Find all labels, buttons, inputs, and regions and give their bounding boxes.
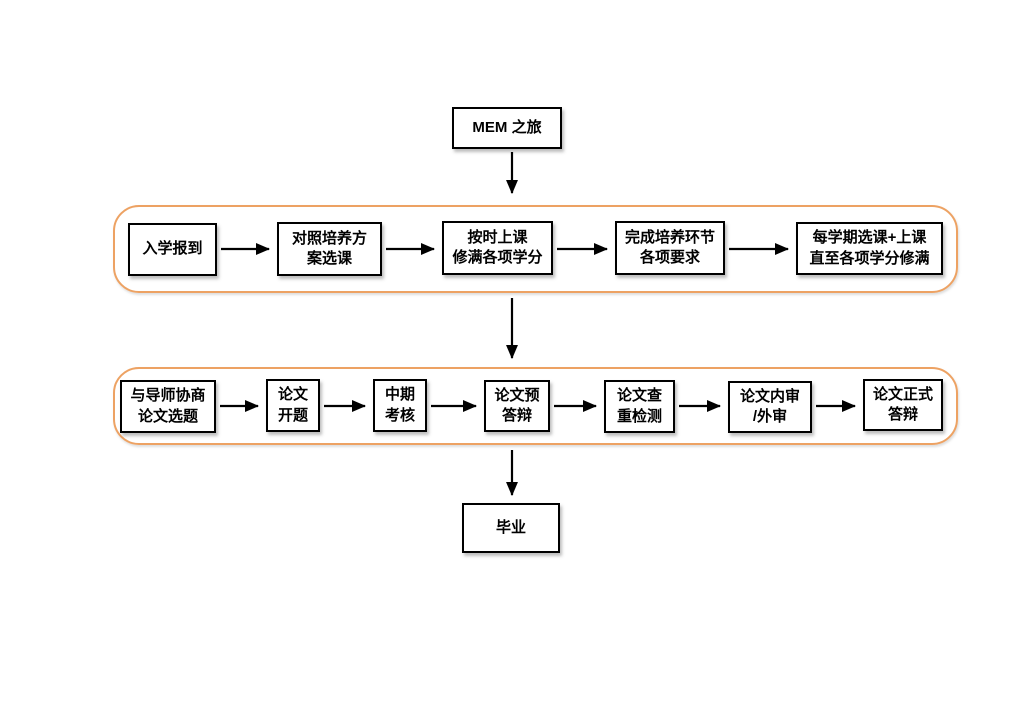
stage1-container <box>113 205 958 293</box>
flow-node-label: 论文预 答辩 <box>494 386 540 424</box>
flow-node-each-semester-courses: 每学期选课+上课 直至各项学分修满 <box>796 222 943 275</box>
flow-node-topic-with-advisor: 与导师协商 论文选题 <box>120 380 216 433</box>
flow-node-label: 毕业 <box>495 518 526 536</box>
flow-node-label: 论文 开题 <box>277 386 308 424</box>
flow-node-label: 论文内审 /外审 <box>739 387 800 425</box>
flow-node-graduation: 毕业 <box>462 503 560 553</box>
flow-node-internal-external-review: 论文内审 /外审 <box>728 381 812 433</box>
flow-node-midterm-assessment: 中期 考核 <box>373 379 427 432</box>
flow-node-formal-defense: 论文正式 答辩 <box>863 379 943 431</box>
flow-node-attend-class-credits: 按时上课 修满各项学分 <box>442 221 553 275</box>
flow-node-thesis-proposal: 论文 开题 <box>266 379 320 432</box>
flow-node-course-selection: 对照培养方 案选课 <box>277 222 382 276</box>
flow-node-label: MEM 之旅 <box>472 118 542 136</box>
flow-node-label: 入学报到 <box>142 240 203 258</box>
flow-node-training-requirements: 完成培养环节 各项要求 <box>615 221 725 275</box>
flow-node-label: 按时上课 修满各项学分 <box>452 228 543 266</box>
flow-node-label: 对照培养方 案选课 <box>291 229 367 267</box>
flow-node-plagiarism-check: 论文查 重检测 <box>604 380 675 433</box>
flow-node-pre-defense: 论文预 答辩 <box>484 380 550 432</box>
flow-node-label: 每学期选课+上课 直至各项学分修满 <box>809 229 930 267</box>
flow-node-mem-journey: MEM 之旅 <box>452 107 562 149</box>
flow-node-label: 论文查 重检测 <box>616 387 662 425</box>
stage2-container <box>113 367 958 445</box>
flow-node-label: 中期 考核 <box>384 386 415 424</box>
flow-node-label: 论文正式 答辩 <box>872 385 933 423</box>
flow-node-label: 与导师协商 论文选题 <box>130 387 206 425</box>
flow-node-label: 完成培养环节 各项要求 <box>624 228 715 266</box>
flow-node-enrollment: 入学报到 <box>128 223 217 276</box>
